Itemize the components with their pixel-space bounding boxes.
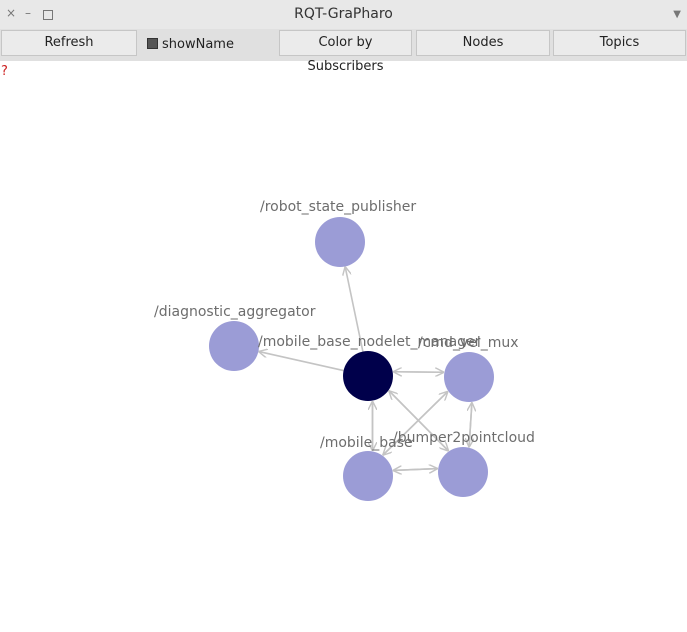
node-label-cmd_vel_mux: /cmd_vel_mux: [418, 335, 519, 351]
node-label-mobile_base: /mobile_base: [320, 435, 413, 451]
node-bumper2pointcloud[interactable]: [438, 447, 488, 497]
edge-mobile_base_nodelet_manager-to-robot_state_publisher: [345, 266, 364, 352]
node-diagnostic_aggregator[interactable]: [209, 321, 259, 371]
node-label-diagnostic_aggregator: /diagnostic_aggregator: [154, 304, 316, 320]
maximize-icon[interactable]: [43, 10, 53, 20]
edge-cmd_vel_mux-to-mobile_base_nodelet_manager: [393, 372, 445, 373]
window-title: RQT-GraPharo: [294, 6, 393, 22]
show-name-label: showName: [162, 37, 234, 52]
node-robot_state_publisher[interactable]: [315, 217, 365, 267]
edge-layer: [258, 266, 472, 470]
node-mobile_base[interactable]: [343, 451, 393, 501]
node-layer: [209, 217, 494, 501]
topics-button[interactable]: Topics: [553, 30, 686, 56]
edge-mobile_base_nodelet_manager-to-diagnostic_aggregator: [258, 351, 344, 372]
minimize-icon[interactable]: –: [25, 6, 31, 20]
window-menu-icon[interactable]: ▼: [673, 9, 681, 20]
node-label-bumper2pointcloud: /bumper2pointcloud: [393, 430, 535, 446]
graph-canvas[interactable]: /robot_state_publisher/diagnostic_aggreg…: [0, 61, 687, 632]
edge-bumper2pointcloud-to-mobile_base: [393, 469, 438, 471]
node-label-mobile_base_nodelet_manager: /mobile_base_nodelet_manager: [258, 334, 481, 350]
edge-bumper2pointcloud-to-cmd_vel_mux: [469, 402, 472, 448]
node-mobile_base_nodelet_manager[interactable]: [343, 351, 393, 401]
node-label-robot_state_publisher: /robot_state_publisher: [260, 199, 416, 215]
color-by-subscribers-button[interactable]: Color by Subscribers: [279, 30, 412, 74]
show-name-checkbox[interactable]: [147, 38, 158, 49]
graph-svg[interactable]: /robot_state_publisher/diagnostic_aggreg…: [0, 61, 687, 632]
toolbar: Refresh showName Color by Subscribers No…: [0, 29, 687, 74]
title-bar[interactable]: × – RQT-GraPharo ▼: [0, 0, 687, 30]
edge-mobile_base-to-cmd_vel_mux: [382, 391, 448, 456]
label-layer: /robot_state_publisher/diagnostic_aggreg…: [154, 199, 535, 451]
node-cmd_vel_mux[interactable]: [444, 352, 494, 402]
refresh-button[interactable]: Refresh: [1, 30, 137, 56]
status-marker: ?: [1, 64, 8, 79]
nodes-button[interactable]: Nodes: [416, 30, 550, 56]
close-icon[interactable]: ×: [6, 6, 17, 20]
